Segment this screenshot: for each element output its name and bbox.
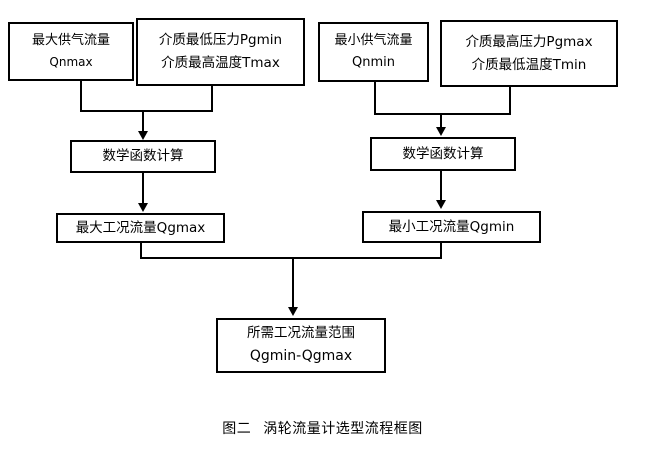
arrowhead-to-math-right [436,127,446,136]
node-qgmin-label: 最小工况流量Qgmin [388,218,515,235]
node-pgmax-line-1: 介质最高压力Pgmax [465,33,593,50]
node-math-function-left[interactable]: 数学函数计算 [70,140,216,173]
arrowhead-to-math-left [138,131,148,140]
node-min-supply-flow[interactable]: 最小供气流量 Qnmin [318,22,429,82]
connector-pgmax-stub [509,87,511,115]
node-max-working-flow-qgmax[interactable]: 最大工况流量Qgmax [56,213,225,243]
node-pgmin-line-2: 介质最高温度Tmax [161,55,280,71]
node-pgmax-line-2: 介质最低温度Tmin [471,56,587,73]
connector-bottom-merge-bar [140,257,442,259]
figure-caption-label: 图二 [222,421,252,437]
connector-qgmax-stub [140,243,142,259]
node-required-flow-range[interactable]: 所需工况流量范围 Qgmin-Qgmax [216,318,386,373]
connector-right-merge-bar [374,113,511,115]
node-max-supply-flow[interactable]: 最大供气流量 Qnmax [8,22,134,81]
figure-caption-text: 涡轮流量计选型流程框图 [263,421,423,437]
connector-qnmax-stub [80,81,82,112]
connector-qnmin-stub [374,82,376,115]
node-range-line-2: Qgmin-Qgmax [249,348,353,365]
node-math-function-right[interactable]: 数学函数计算 [370,137,516,171]
figure-caption: 图二涡轮流量计选型流程框图 [0,418,645,438]
connector-left-merge-bar [80,110,213,112]
node-max-pressure-min-temp[interactable]: 介质最高压力Pgmax 介质最低温度Tmin [440,20,618,87]
connector-math-right-to-qgmin [440,171,442,201]
arrowhead-to-qgmax [138,203,148,212]
node-qgmax-label: 最大工况流量Qgmax [75,219,206,236]
connector-pgmin-stub [211,86,213,112]
node-qnmin-line-2: Qnmin [352,54,395,70]
node-qnmax-line-2: Qnmax [49,54,93,69]
node-min-pressure-max-temp[interactable]: 介质最低压力Pgmin 介质最高温度Tmax [136,18,305,86]
node-min-working-flow-qgmin[interactable]: 最小工况流量Qgmin [362,211,541,243]
node-math-right-label: 数学函数计算 [402,145,484,162]
connector-left-merge-down [142,110,144,132]
node-pgmin-line-1: 介质最低压力Pgmin [158,32,283,49]
arrowhead-to-range [288,307,298,316]
node-qnmin-line-1: 最小供气流量 [334,33,413,49]
node-math-left-label: 数学函数计算 [102,148,184,165]
connector-qgmin-stub [440,243,442,259]
node-range-line-1: 所需工况流量范围 [247,325,355,342]
node-qnmax-line-1: 最大供气流量 [31,33,110,49]
arrowhead-to-qgmin [436,200,446,209]
connector-bottom-merge-down [292,257,294,309]
connector-math-left-to-qgmax [142,173,144,204]
connector-right-merge-down [440,113,442,128]
